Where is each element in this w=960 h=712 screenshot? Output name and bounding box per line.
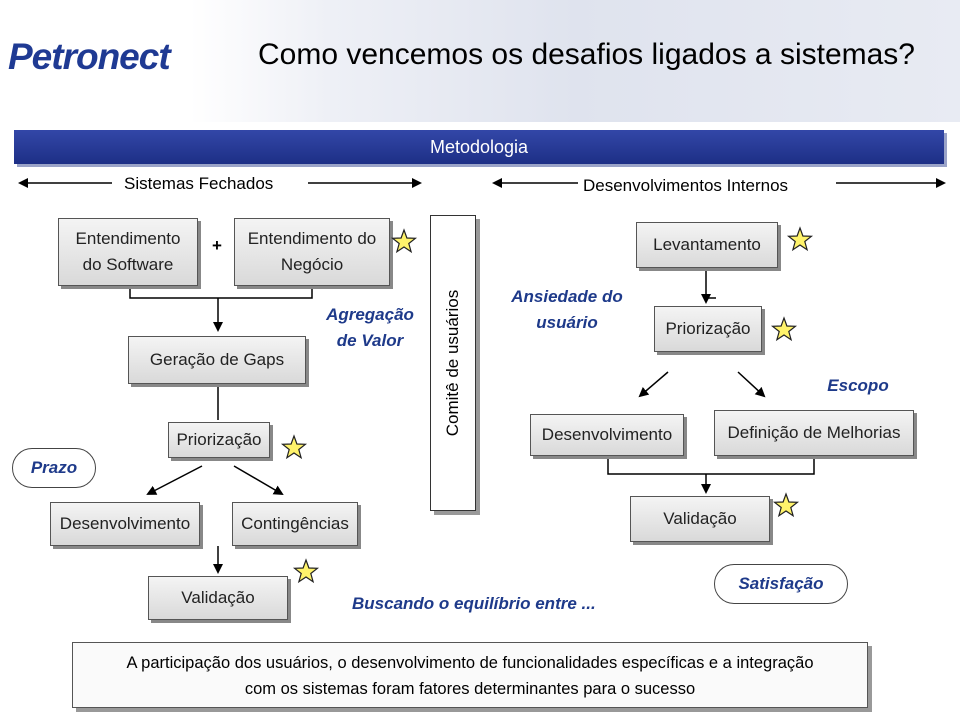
priorizacao-left-box: Priorização <box>168 422 270 458</box>
star-icon-priorizacao <box>280 434 308 460</box>
prazo-pill: Prazo <box>12 448 96 488</box>
to-desenvolvimento-arrow <box>146 465 203 495</box>
comite-usuarios-box: Comitê de usuários <box>430 215 476 511</box>
plus-sign: + <box>212 236 222 255</box>
to-contingencias-arrow <box>233 465 284 496</box>
slide-title: Como vencemos os desafios ligados a sist… <box>258 38 915 71</box>
geracao-gaps-box: Geração de Gaps <box>128 336 306 384</box>
entendimento-software-box: Entendimento do Software <box>58 218 198 286</box>
to-desenvolvimento-right-arrow <box>638 371 669 398</box>
desenvolvimento-left-box: Desenvolvimento <box>50 502 200 546</box>
agregacao-valor-label: Agregação de Valor <box>326 305 414 350</box>
to-definicao-arrow <box>737 371 766 398</box>
entendimento-negocio-box: Entendimento do Negócio <box>234 218 390 286</box>
buscando-equilibrio-label: Buscando o equilíbrio entre ... <box>352 594 596 613</box>
right-merge-connector <box>607 456 815 475</box>
software-negocio-connector <box>129 286 313 299</box>
star-icon-validacao-left <box>292 558 320 584</box>
circuit-board-background <box>190 0 960 122</box>
header: Petronect Como vencemos os desafios liga… <box>0 0 960 122</box>
conclusion-box: A participação dos usuários, o desenvolv… <box>72 642 868 708</box>
satisfacao-pill: Satisfação <box>714 564 848 604</box>
priorizacao-right-box: Priorização <box>654 306 762 352</box>
desenvolvimentos-internos-label: Desenvolvimentos Internos <box>583 176 789 195</box>
star-icon-negocio <box>390 228 418 254</box>
validacao-right-box: Validação <box>630 496 770 542</box>
star-icon-levantamento <box>786 226 814 252</box>
definicao-melhorias-box: Definição de Melhorias <box>714 410 914 456</box>
sistemas-fechados-label: Sistemas Fechados <box>124 174 274 193</box>
metodologia-banner: Metodologia <box>14 130 944 164</box>
validacao-left-box: Validação <box>148 576 288 620</box>
ansiedade-usuario-label: Ansiedade do usuário <box>511 287 623 332</box>
conclusion-line-2: com os sistemas foram fatores determinan… <box>244 680 696 698</box>
conclusion-line-1: A participação dos usuários, o desenvolv… <box>126 654 814 672</box>
levantamento-box: Levantamento <box>636 222 778 268</box>
star-icon-validacao-right <box>772 492 800 518</box>
star-icon-priorizacao-right <box>770 316 798 342</box>
contingencias-box: Contingências <box>232 502 358 546</box>
petronect-logo: Petronect <box>8 36 171 77</box>
escopo-label: Escopo <box>827 376 889 395</box>
desenvolvimento-right-box: Desenvolvimento <box>530 414 684 456</box>
